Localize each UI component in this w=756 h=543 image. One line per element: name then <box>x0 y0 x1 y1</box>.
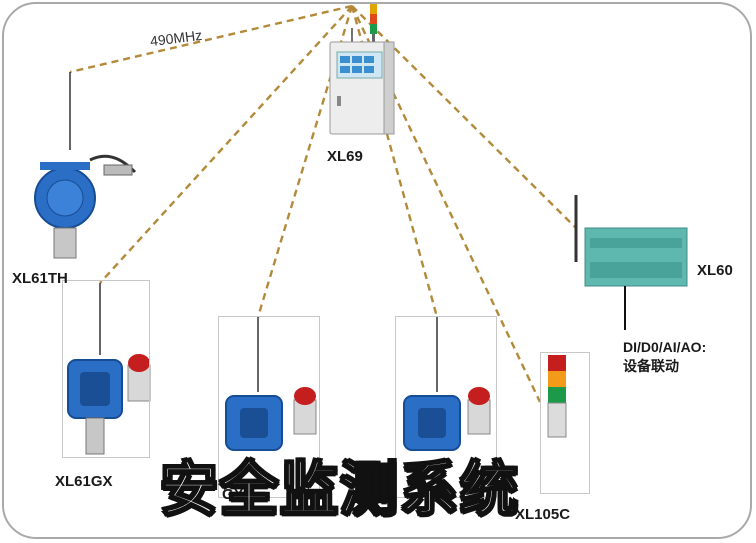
device-label-xl61gx: XL61GX <box>55 473 113 490</box>
controller-antenna <box>370 4 377 42</box>
io-line-1: DI/D0/AI/AO: <box>623 339 707 355</box>
xl61th-detector-icon <box>34 72 137 259</box>
link-xl61gx <box>99 5 353 284</box>
device-label-gx: GX <box>222 486 244 503</box>
xl105c-signal-tower-icon <box>547 355 567 438</box>
link-xl61th <box>69 4 353 74</box>
gx-frame-2 <box>395 316 497 498</box>
xl69-cabinet-icon <box>329 28 395 135</box>
gx-detector-icon-1 <box>225 317 317 451</box>
gx-frame-1 <box>218 316 320 498</box>
xl60-module-icon <box>574 195 688 330</box>
io-line-2: 设备联动 <box>623 358 679 374</box>
io-description: DI/D0/AI/AO: 设备联动 <box>623 338 706 376</box>
xl61gx-frame <box>62 280 150 458</box>
device-label-xl105c: XL105C <box>515 506 571 523</box>
system-title: 安全监测系统 <box>159 454 521 524</box>
xl61gx-detector-icon <box>67 283 151 455</box>
gx-detector-icon-2 <box>403 317 491 451</box>
xl105c-frame <box>540 352 590 494</box>
device-label-xl61th: XL61TH <box>12 270 68 287</box>
device-label-xl60: XL60 <box>697 262 733 279</box>
controller-label: XL69 <box>327 148 363 165</box>
